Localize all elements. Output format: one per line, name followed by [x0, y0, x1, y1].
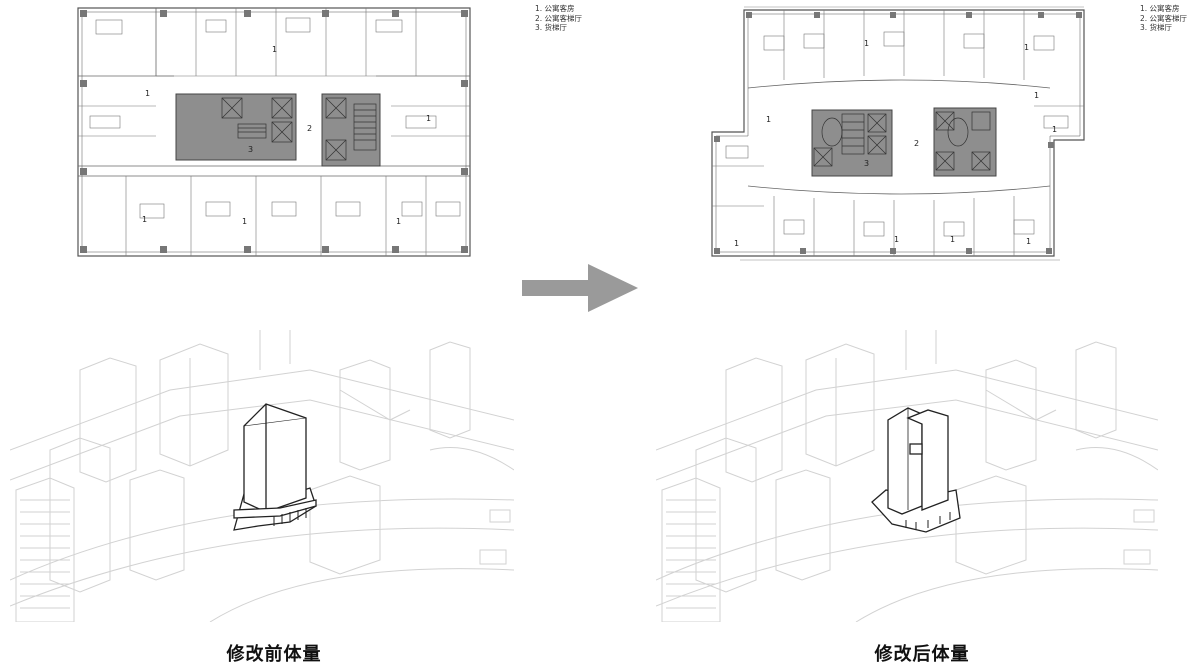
- room-label: 1: [766, 115, 771, 124]
- massing-after-drawing: [656, 330, 1158, 622]
- legend-item: 3. 货梯厅: [535, 23, 568, 32]
- floor-plan-before: 1 1 1 1 1 1 2 3: [77, 7, 471, 257]
- room-label: 1: [864, 39, 869, 48]
- room-label: 1: [272, 45, 277, 54]
- legend-after: 1. 公寓客房 2. 公寓客梯厅 3. 货梯厅: [1140, 4, 1187, 33]
- legend-before: 1. 公寓客房 2. 公寓客梯厅 3. 货梯厅: [535, 4, 582, 33]
- room-label: 1: [1052, 125, 1057, 134]
- room-label: 1: [142, 215, 147, 224]
- city-context: [656, 330, 1158, 622]
- freight-core-before: [175, 93, 297, 161]
- legend-item: 1. 公寓客房: [535, 4, 575, 13]
- plan-outer-wall: [711, 9, 1085, 257]
- room-label: 1: [145, 89, 150, 98]
- room-label: 3: [248, 145, 253, 154]
- legend-item: 3. 货梯厅: [1140, 23, 1173, 32]
- room-label: 1: [950, 235, 955, 244]
- tower-massing-after: [871, 407, 961, 533]
- transition-arrow-icon: [522, 264, 638, 312]
- room-label: 1: [734, 239, 739, 248]
- caption-after: 修改后体量: [874, 644, 970, 665]
- room-label: 2: [307, 124, 312, 133]
- room-label: 1: [1034, 91, 1039, 100]
- legend-item: 1. 公寓客房: [1140, 4, 1180, 13]
- room-label: 1: [894, 235, 899, 244]
- room-label: 1: [1026, 237, 1031, 246]
- floor-plan-after: 1 1 1 1 1 1 1 1 1 2 3: [711, 6, 1085, 261]
- city-context: [10, 330, 514, 622]
- legend-item: 2. 公寓客梯厅: [535, 13, 583, 23]
- room-label: 1: [396, 217, 401, 226]
- caption-before: 修改前体量: [226, 644, 322, 665]
- room-label: 1: [242, 217, 247, 226]
- legend-item: 2. 公寓客梯厅: [1140, 13, 1188, 23]
- room-label: 1: [1024, 43, 1029, 52]
- room-label: 1: [426, 114, 431, 123]
- massing-before-drawing: [10, 330, 514, 622]
- tower-massing-before: [233, 403, 317, 531]
- room-label: 3: [864, 159, 869, 168]
- plan-outer-wall: [77, 7, 471, 257]
- room-label: 2: [914, 139, 919, 148]
